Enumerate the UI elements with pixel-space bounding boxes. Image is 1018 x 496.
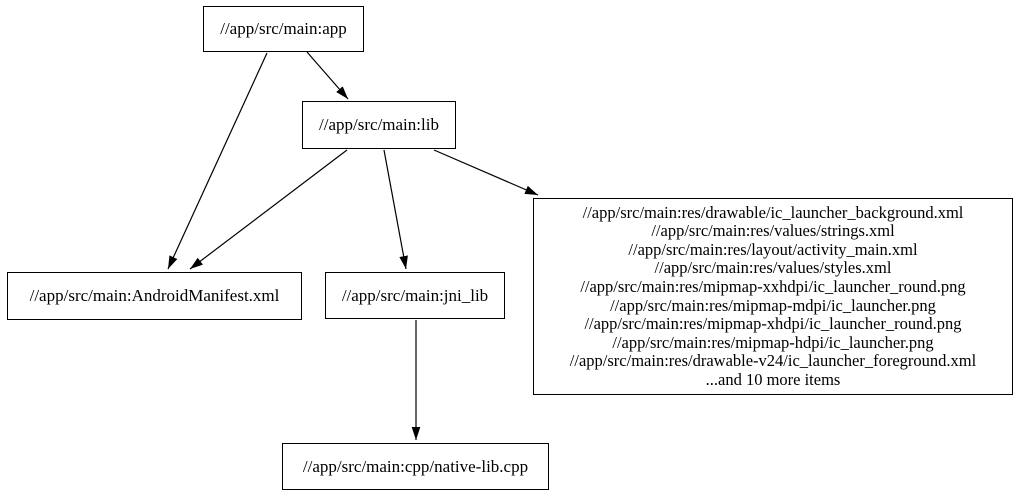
res-group-line: //app/src/main:res/mipmap-xhdpi/ic_launc… [584,314,962,334]
res-group-line: //app/src/main:res/mipmap-xxhdpi/ic_laun… [580,276,966,296]
edge-app-to-android-manifest [167,52,268,270]
graph-node-app: //app/src/main:app [203,6,364,52]
edge-lib-to-jni-lib [383,149,408,270]
res-group-line: //app/src/main:res/drawable/ic_launcher_… [582,202,964,222]
res-group-line: //app/src/main:res/mipmap-mdpi/ic_launch… [610,295,936,315]
edge-app-to-lib [306,51,349,100]
graph-node-native-lib: //app/src/main:cpp/native-lib.cpp [282,443,549,490]
res-group-line: //app/src/main:res/mipmap-hdpi/ic_launch… [612,332,934,352]
graph-node-jni-lib: //app/src/main:jni_lib [325,272,505,319]
res-group-line: //app/src/main:res/layout/activity_main.… [628,239,918,259]
edge-lib-to-android-manifest [189,149,348,270]
res-group-line: //app/src/main:res/values/styles.xml [654,258,892,278]
graph-node-jni-lib-label: //app/src/main:jni_lib [341,285,489,305]
graph-node-android-manifest-label: //app/src/main:AndroidManifest.xml [29,286,280,305]
graph-node-lib: //app/src/main:lib [302,101,456,149]
edge-lib-to-res-group [433,149,539,196]
graph-node-android-manifest: //app/src/main:AndroidManifest.xml [7,272,302,320]
res-group-line: //app/src/main:res/drawable-v24/ic_launc… [569,351,977,371]
graph-node-res-group: //app/src/main:res/drawable/ic_launcher_… [533,198,1013,395]
graph-node-lib-label: //app/src/main:lib [319,115,439,134]
res-group-more-items: ...and 10 more items [705,369,841,389]
res-group-line: //app/src/main:res/values/strings.xml [651,221,895,241]
graph-node-native-lib-label: //app/src/main:cpp/native-lib.cpp [302,456,529,476]
graph-node-app-label: //app/src/main:app [220,19,347,38]
